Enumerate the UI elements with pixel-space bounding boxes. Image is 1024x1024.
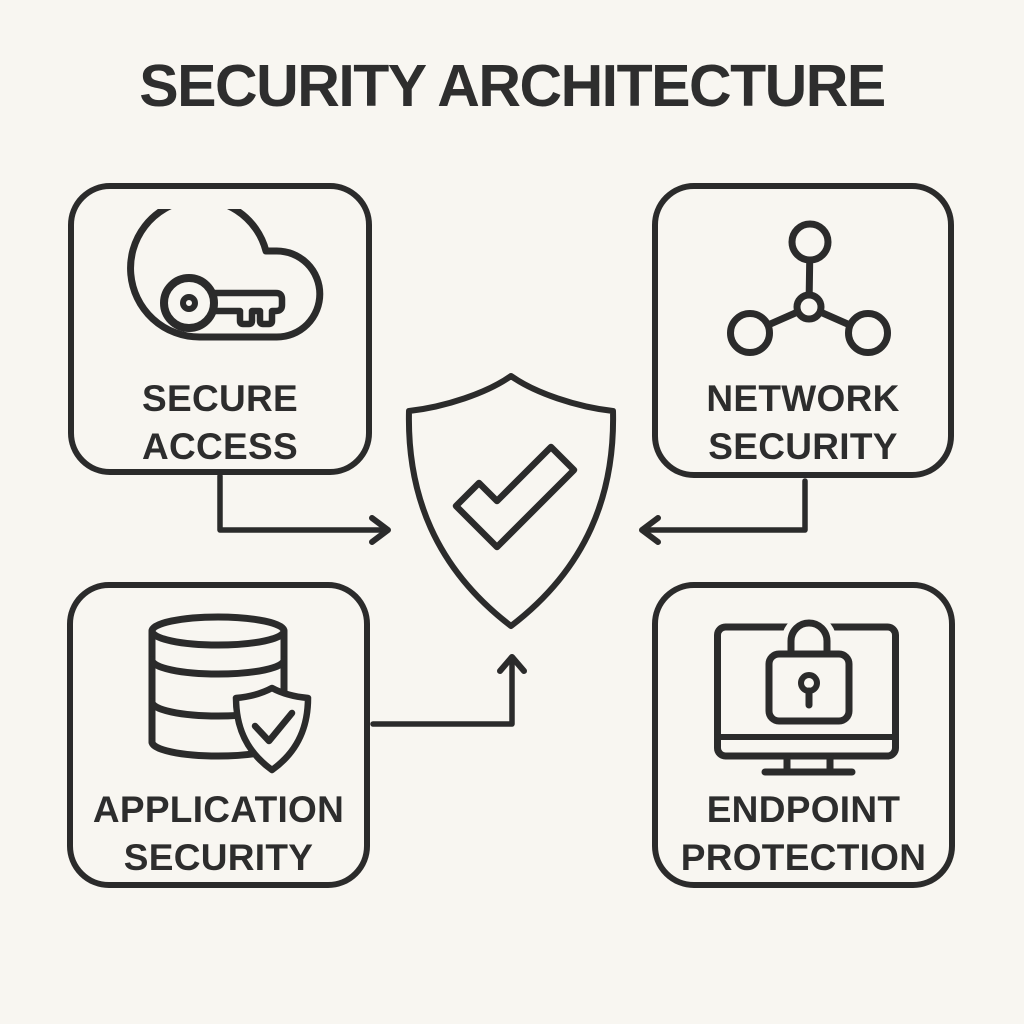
connector-network-security: [641, 478, 808, 533]
arrowhead-left-icon: [639, 515, 661, 545]
connector-application-security: [370, 661, 515, 727]
arrowhead-right-icon: [369, 515, 391, 545]
page-title: SECURITY ARCHITECTURE: [139, 53, 886, 119]
arrowhead-up-icon: [497, 654, 527, 674]
box-secure-access: SECURE ACCESS: [68, 183, 372, 475]
box-network-security: NETWORK SECURITY: [652, 183, 954, 478]
network-nodes-icon: [727, 220, 891, 356]
connector-secure-access: [217, 473, 387, 533]
database-shield-icon: [148, 613, 312, 774]
label-secure-access: SECURE ACCESS: [142, 378, 298, 467]
cloud-key-icon: [127, 209, 324, 341]
label-endpoint-protection: ENDPOINT PROTECTION: [680, 789, 927, 878]
box-application-security: APPLICATION SECURITY: [67, 582, 370, 888]
shield-check-icon: [405, 373, 617, 629]
label-network-security: NETWORK SECURITY: [706, 378, 900, 467]
monitor-lock-icon: [714, 613, 899, 776]
label-application-security: APPLICATION SECURITY: [92, 789, 345, 878]
box-endpoint-protection: ENDPOINT PROTECTION: [652, 582, 955, 888]
